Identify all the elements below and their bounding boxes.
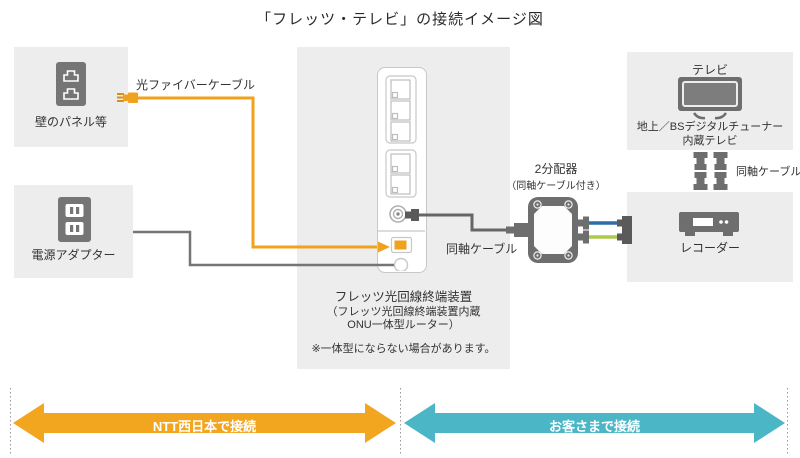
- onu-coax-port: [389, 205, 407, 223]
- splitter-name: 2分配器: [534, 162, 578, 176]
- onu-subtitle-line2: ONU一体型ルーター）: [347, 319, 460, 331]
- recorder-icon: [679, 212, 739, 236]
- power-adapter-label: 電源アダプター: [31, 248, 116, 262]
- splitter-subtitle: （同軸ケーブル付き）: [506, 181, 606, 192]
- onu-note: ※一体型にならない場合があります。: [311, 343, 496, 355]
- tv-description-line1: 地上／BSデジタルチューナー: [636, 121, 784, 133]
- onu-name: フレッツ光回線終端装置: [334, 290, 473, 304]
- onu-device-detail: [378, 75, 425, 273]
- ntt-zone-label: NTT西日本で接続: [152, 419, 257, 434]
- onu-subtitle-line1: （フレッツ光回線終端装置内蔵: [326, 306, 481, 318]
- power-outlet-icon: [58, 197, 91, 242]
- wall-panel-box: 壁のパネル等: [14, 47, 128, 147]
- wall-panel-icon: [56, 62, 86, 106]
- tv-description-line2: 内蔵テレビ: [682, 135, 738, 147]
- tv-label: テレビ: [691, 63, 728, 77]
- onu-lan-ports-group1: [390, 79, 411, 142]
- tv-coax-connector-left-icon: [693, 152, 708, 190]
- tv-coax-connector-right-icon: [713, 152, 728, 190]
- onu-device: [377, 67, 427, 273]
- splitter-icon: [528, 197, 589, 263]
- page-title: 「フレッツ・テレビ」の接続イメージ図: [256, 11, 544, 28]
- recorder-label: レコーダー: [679, 241, 740, 255]
- tv-icon: [678, 77, 742, 120]
- onu-fiber-port: [390, 236, 413, 254]
- wall-panel-label: 壁のパネル等: [34, 115, 107, 129]
- fiber-cable-label: 光ファイバーケーブル: [136, 78, 256, 92]
- tv-box: テレビ 地上／BSデジタルチューナー 内蔵テレビ: [627, 52, 793, 150]
- power-adapter-box: 電源アダプター: [14, 185, 133, 278]
- onu-power-port: [393, 257, 409, 273]
- tv-coax-cable-label: 同軸ケーブル: [736, 166, 800, 178]
- coax-cable-label: 同軸ケーブル: [446, 242, 518, 256]
- customer-zone-label: お客さまで接続: [548, 419, 640, 434]
- onu-lan-ports-group2: [390, 153, 411, 195]
- recorder-box: レコーダー: [627, 192, 793, 282]
